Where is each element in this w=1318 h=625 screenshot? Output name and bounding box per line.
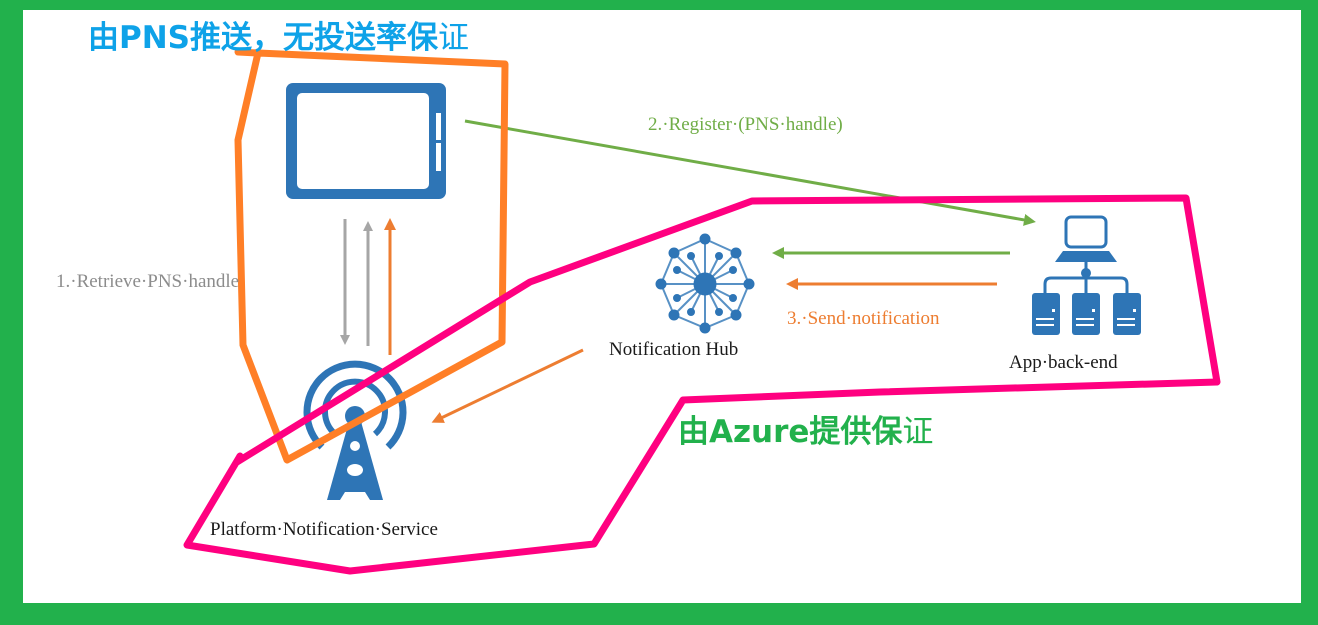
send-notification-label: 3.·Send·notification xyxy=(787,308,940,329)
pns-region-outline xyxy=(234,48,509,464)
pns-note: 由PNS推送，无投送率保证 xyxy=(88,23,469,54)
arrow-register xyxy=(464,119,1036,226)
notification-hub-icon xyxy=(655,233,755,334)
pns-note-tail: 证 xyxy=(438,20,469,56)
azure-note-text: 由Azure提供保 xyxy=(678,414,903,450)
hub-label: Notification Hub xyxy=(609,339,739,360)
server-network-icon xyxy=(1032,215,1141,335)
azure-note-tail: 证 xyxy=(902,414,934,450)
broadcast-tower-icon xyxy=(303,360,407,500)
azure-region-outline xyxy=(183,194,1221,575)
pns-label: Platform·Notification·Service xyxy=(210,519,438,540)
azure-note: 由Azure提供保证 xyxy=(678,417,933,448)
retrieve-label: 1.·Retrieve·PNS·handle xyxy=(56,271,240,292)
retrieve-arrows xyxy=(340,218,396,355)
pns-note-text: 由PNS推送，无投送率保 xyxy=(88,20,438,56)
backend-label: App·back-end xyxy=(1009,352,1118,373)
tablet-icon xyxy=(286,83,446,199)
arrow-hub-to-pns xyxy=(431,348,584,423)
register-label: 2.·Register·(PNS·handle) xyxy=(648,114,843,135)
